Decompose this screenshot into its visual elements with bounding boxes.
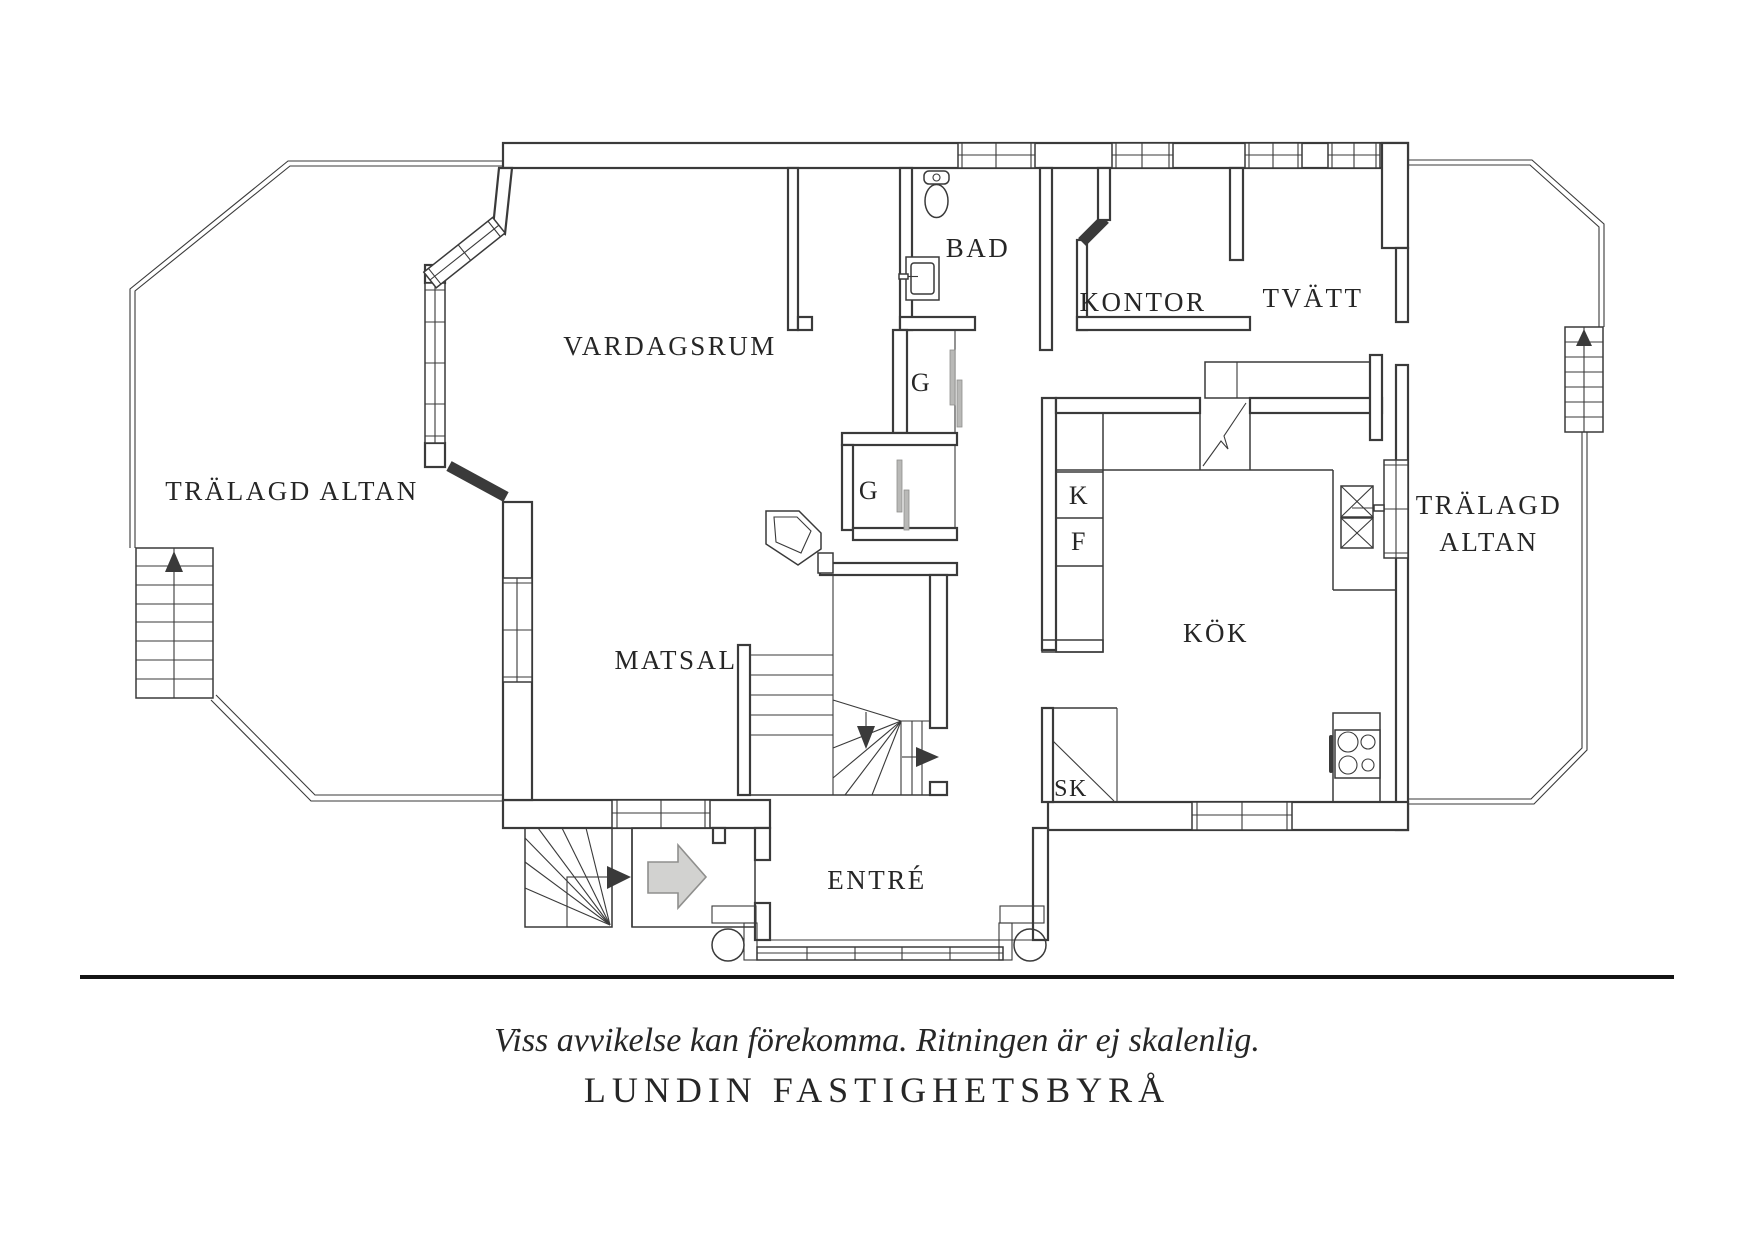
- porch-column-icon: [1013, 928, 1047, 962]
- window: [1244, 142, 1303, 169]
- deck-label-right-2: ALTAN: [1439, 527, 1538, 557]
- windows: [422, 142, 1409, 831]
- closet-label-g1: G: [911, 368, 931, 397]
- right-arrow-icon: [607, 866, 631, 889]
- disclaimer-text: Viss avvikelse kan förekomma. Ritningen …: [494, 1022, 1260, 1059]
- closet-label-f: F: [1071, 527, 1087, 556]
- deck-right: [1408, 159, 1605, 805]
- brand-text: LUNDIN FASTIGHETSBYRÅ: [584, 1070, 1170, 1110]
- window: [1383, 459, 1409, 559]
- up-arrow-icon: [165, 551, 183, 572]
- toilet-icon: [923, 170, 950, 219]
- right-arrow-icon: [916, 747, 939, 767]
- interior-stair: [738, 575, 947, 796]
- window: [424, 282, 446, 444]
- closet-label-g2: G: [859, 476, 879, 505]
- pass-through: [1199, 398, 1251, 470]
- sink-icon: [898, 256, 940, 301]
- closet-sliding-doors: [896, 330, 963, 531]
- deck-label-left: TRÄLAGD ALTAN: [165, 476, 419, 506]
- fireplace: [765, 510, 834, 574]
- interior-walls: [736, 166, 1384, 804]
- sk-closet: [1042, 707, 1118, 802]
- laundry-counter: [1204, 361, 1371, 399]
- closet-label-sk: SK: [1054, 776, 1088, 802]
- room-label-matsal: MATSAL: [614, 645, 737, 675]
- footer: Viss avvikelse kan förekomma. Ritningen …: [80, 975, 1674, 1110]
- up-arrow-icon: [1576, 329, 1592, 346]
- window: [1111, 142, 1174, 169]
- sliding-door-icon: [903, 489, 910, 531]
- deck-label-right-1: TRÄLAGD: [1416, 490, 1563, 520]
- window: [1327, 142, 1381, 169]
- porch: [711, 905, 1047, 962]
- sliding-door-icon: [956, 379, 963, 428]
- sliding-door-icon: [896, 459, 903, 513]
- sliding-door-icon: [949, 349, 956, 406]
- exterior-stair: [524, 827, 756, 928]
- kitchen-fittings: [1041, 398, 1396, 803]
- porch-column-icon: [711, 928, 745, 962]
- deck-left-stairs: [135, 547, 214, 699]
- bathroom-fixtures: [898, 170, 950, 301]
- room-label-vardagsrum: VARDAGSRUM: [563, 331, 777, 361]
- stove-icon: [1329, 712, 1381, 803]
- closet-label-k: K: [1069, 481, 1089, 510]
- window: [502, 577, 533, 683]
- kitchen-sink-icon: [1340, 485, 1385, 549]
- down-arrow-icon: [857, 726, 875, 749]
- room-label-bad: BAD: [946, 233, 1011, 263]
- room-label-kok: KÖK: [1183, 618, 1249, 648]
- window: [422, 216, 507, 289]
- room-label-tvatt: TVÄTT: [1263, 283, 1364, 313]
- room-label-entre: ENTRÉ: [827, 865, 927, 895]
- deck-right-stairs: [1564, 326, 1604, 433]
- room-labels: VARDAGSRUM MATSAL BAD KONTOR TVÄTT KÖK E…: [165, 233, 1563, 895]
- window: [957, 142, 1036, 169]
- window: [1191, 801, 1293, 831]
- entrance-arrow-icon: [647, 842, 708, 911]
- fridge-freezer-cabinets: [1041, 412, 1104, 653]
- room-label-kontor: KONTOR: [1079, 287, 1206, 317]
- window: [611, 799, 711, 829]
- deck-left: [129, 160, 503, 802]
